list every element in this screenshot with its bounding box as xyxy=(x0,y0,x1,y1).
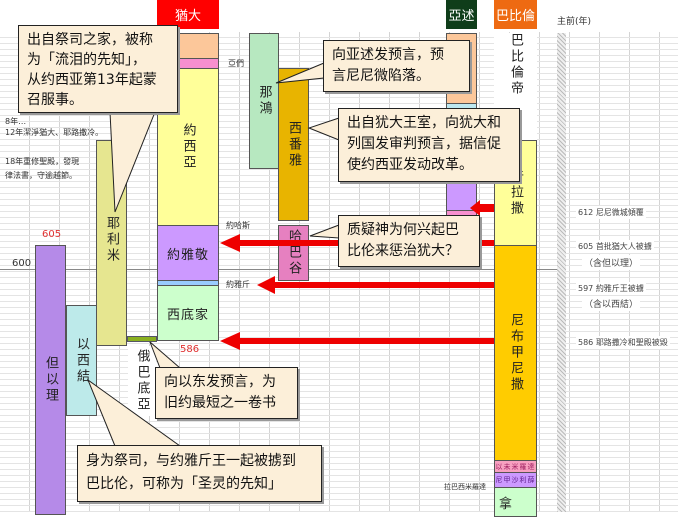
callout-tail-habakkuk xyxy=(309,224,340,239)
callout-line: 向以东发预言，为 xyxy=(164,374,276,390)
event-605-sub: （含但以理） xyxy=(582,255,641,270)
amon-label: 亞們 xyxy=(228,59,244,68)
nahum-bar: 那鴻 xyxy=(249,33,279,169)
arrow-to-jehoiachin xyxy=(257,276,494,294)
callout-line: 言尼尼微陷落。 xyxy=(332,68,430,84)
josiah-event-12: 12年潔淨猶大、耶路撒冷。 xyxy=(5,128,104,137)
obadiah-label: 俄巴底亞 xyxy=(128,346,156,416)
josiah-event-8: 8年… xyxy=(5,117,27,126)
callout-line: 列国发审判预言，据信促 xyxy=(347,136,501,152)
callout-line: 出自祭司之家，被称 xyxy=(27,32,153,48)
callout-line: 巴比伦，可称为「圣灵的先知」 xyxy=(86,476,282,492)
judah-header: 猶大 xyxy=(157,0,219,29)
year-605-label: 605 xyxy=(42,229,62,240)
nebuchadnezzar-bar: 尼布甲尼撒 xyxy=(494,245,537,461)
callout-line: 从约西亚第13年起蒙 xyxy=(27,72,157,88)
callout-tail-zephaniah xyxy=(307,117,340,141)
callout-tail-obadiah xyxy=(149,341,182,369)
assyria-header: 亞述 xyxy=(446,0,477,29)
callout-line: 出自犹大王室，向犹大和 xyxy=(347,115,501,131)
callout-habakkuk: 质疑神为何兴起巴 比伦来惩治犹大？ xyxy=(338,215,480,267)
callout-line: 使约西亚发动改革。 xyxy=(347,157,473,173)
callout-line: 身为祭司，与约雅斤王一起被掳到 xyxy=(86,453,296,469)
year-axis-label: 主前(年) xyxy=(557,17,592,27)
labashi-label: 拉巴西米羅達 xyxy=(444,483,486,491)
event-586: 586 耶路撒冷和聖殿被毀 xyxy=(576,336,670,349)
event-605: 605 首批猶大人被擄 xyxy=(576,240,654,253)
babylon-header: 巴比倫 xyxy=(494,0,537,29)
callout-nahum: 向亚述发预言，预 言尼尼微陷落。 xyxy=(323,40,470,92)
arrow-to-assyria xyxy=(470,200,494,216)
year-600-label: 600 xyxy=(12,258,32,269)
event-612: 612 尼尼微城傾覆 xyxy=(576,206,646,219)
event-597: 597 約雅斤王被擄 xyxy=(576,282,646,295)
callout-line: 旧约最短之一卷书 xyxy=(164,395,276,411)
obadiah-bar xyxy=(127,336,157,342)
jehoiachin-label: 約雅斤 xyxy=(226,280,250,289)
josiah-event-18-a: 18年重修聖殿，發現 xyxy=(5,157,80,166)
callout-line: 比伦来惩治犹大？ xyxy=(347,243,459,259)
callout-obadiah: 向以东发预言，为 旧约最短之一卷书 xyxy=(155,367,298,419)
event-597-sub: （含以西結） xyxy=(582,296,641,311)
callout-jeremiah: 出自祭司之家，被称 为「流泪的先知」， 从约西亚第13年起蒙 召服事。 xyxy=(18,25,178,113)
year-scale xyxy=(557,33,566,512)
callout-tail-nahum xyxy=(275,62,325,84)
callout-line: 质疑神为何兴起巴 xyxy=(347,222,459,238)
jehoahaz-label: 約哈斯 xyxy=(226,221,250,230)
zedekiah-bar: 西底家 xyxy=(157,285,219,341)
year-586-label: 586 xyxy=(180,344,200,355)
callout-line: 向亚述发预言，预 xyxy=(332,47,444,63)
callout-ezekiel: 身为祭司，与约雅斤王一起被掳到 巴比伦，可称为「圣灵的先知」 xyxy=(77,445,322,502)
jehoiakim-bar: 約雅敬 xyxy=(157,225,219,281)
zephaniah-bar: 西番雅 xyxy=(278,68,309,221)
callout-line: 为「流泪的先知」， xyxy=(27,52,146,68)
callout-tail-jeremiah xyxy=(109,111,156,213)
arrow-to-zedekiah xyxy=(220,332,494,350)
daniel-bar: 但以理 xyxy=(35,245,66,515)
callout-line: 召服事。 xyxy=(27,92,83,108)
ezekiel-bar: 以西結 xyxy=(66,305,97,416)
josiah-event-18-b: 律法書，守逾越節。 xyxy=(5,171,77,180)
callout-zephaniah: 出自犹大王室，向犹大和 列国发审判预言，据信促 使约西亚发动改革。 xyxy=(338,108,520,182)
